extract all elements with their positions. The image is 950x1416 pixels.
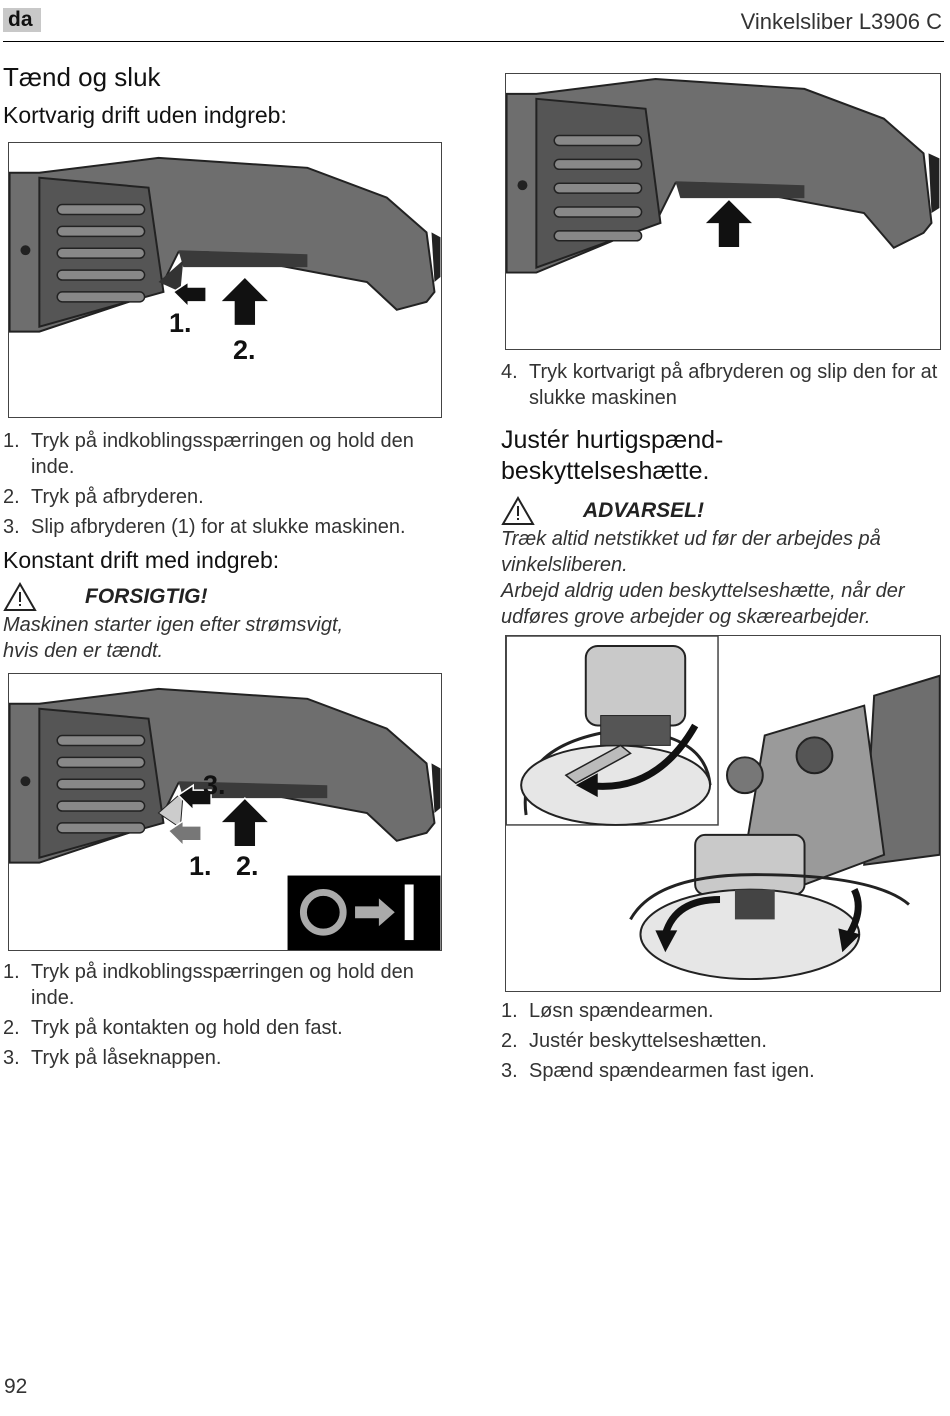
guard-adjust-illustration: [506, 636, 940, 981]
warning-triangle-icon: [501, 496, 535, 525]
list-item: 4.Tryk kortvarigt på afbryderen og slip …: [501, 361, 938, 409]
list-item: 1.Tryk på indkoblingsspærringen og hold …: [3, 430, 414, 478]
header-divider: [3, 41, 944, 42]
figure-label-1: 1.: [169, 308, 192, 338]
steps-continuous: 1.Tryk på indkoblingsspærringen og hold …: [3, 959, 443, 1075]
step-4: 4.Tryk kortvarigt på afbryderen og slip …: [501, 359, 941, 415]
subtitle-continuous: Konstant drift med indgreb:: [3, 547, 280, 573]
grinder-handle-lock-illustration: [9, 687, 441, 950]
figure-label-2: 2.: [233, 335, 256, 365]
list-item: 3.Tryk på låseknappen.: [3, 1047, 222, 1069]
figure-momentary-switch: 1. 2.: [8, 142, 442, 418]
caution-text: Maskinen starter igen efter strømsvigt, …: [3, 614, 344, 662]
warning-text-1: Træk altid netstikket ud før der arbejde…: [501, 528, 881, 576]
grinder-handle-off-illustration: [506, 77, 940, 274]
section-title-on-off: Tænd og sluk: [3, 62, 161, 92]
page-number: 92: [4, 1375, 28, 1398]
figure-label-1b: 1.: [189, 851, 212, 881]
list-item: 2.Tryk på kontakten og hold den fast.: [3, 1017, 343, 1039]
figure-guard-adjust: [505, 635, 941, 992]
figure-continuous-switch: 3. 1. 2.: [8, 673, 442, 951]
figure-label-3: 3.: [203, 770, 226, 800]
list-item: 1.Løsn spændearmen.: [501, 1000, 714, 1022]
list-item: 2.Tryk på afbryderen.: [3, 486, 204, 508]
figure-label-2b: 2.: [236, 851, 259, 881]
grinder-handle-illustration: [9, 156, 441, 333]
warning-text-2: Arbejd aldrig uden beskyttelseshætte, nå…: [501, 580, 905, 628]
list-item: 2.Justér beskyttelseshætten.: [501, 1030, 767, 1052]
steps-momentary: 1.Tryk på indkoblingsspærringen og hold …: [3, 428, 443, 544]
steps-guard: 1.Løsn spændearmen. 2.Justér beskyttelse…: [501, 998, 941, 1088]
warning-title: ADVARSEL!: [583, 499, 704, 522]
caution-title: FORSIGTIG!: [85, 585, 208, 608]
figure-switch-off: [505, 73, 941, 350]
subtitle-momentary: Kortvarig drift uden indgreb:: [3, 102, 287, 128]
document-title: Vinkelsliber L3906 C: [740, 9, 942, 34]
section-title-guard: Justér hurtigspænd-beskyttelseshætte.: [501, 426, 724, 485]
language-badge: da: [3, 8, 41, 32]
warning-box: ADVARSEL! Træk altid netstikket ud før d…: [501, 496, 946, 630]
caution-box: FORSIGTIG! Maskinen starter igen efter s…: [3, 582, 443, 664]
list-item: 1.Tryk på indkoblingsspærringen og hold …: [3, 961, 414, 1009]
warning-triangle-icon: [3, 582, 37, 611]
list-item: 3.Slip afbryderen (1) for at slukke mask…: [3, 516, 406, 538]
list-item: 3.Spænd spændearmen fast igen.: [501, 1060, 815, 1082]
